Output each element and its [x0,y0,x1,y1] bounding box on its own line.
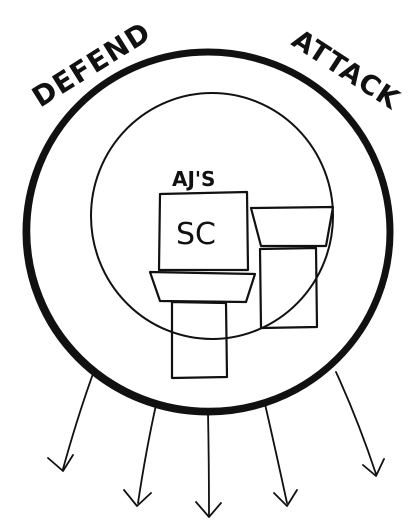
sc-label: SC [176,217,216,252]
arrow-1 [48,371,94,471]
arrow-2 [124,405,156,506]
arrows-group [48,371,384,517]
attack-label: ATTACK [286,24,405,116]
right-piece [251,207,333,328]
left-piece [150,272,255,378]
arrow-5 [336,372,384,476]
owner-label: AJ'S [172,167,215,191]
arrow-4 [265,404,297,506]
arrow-3 [196,412,221,517]
